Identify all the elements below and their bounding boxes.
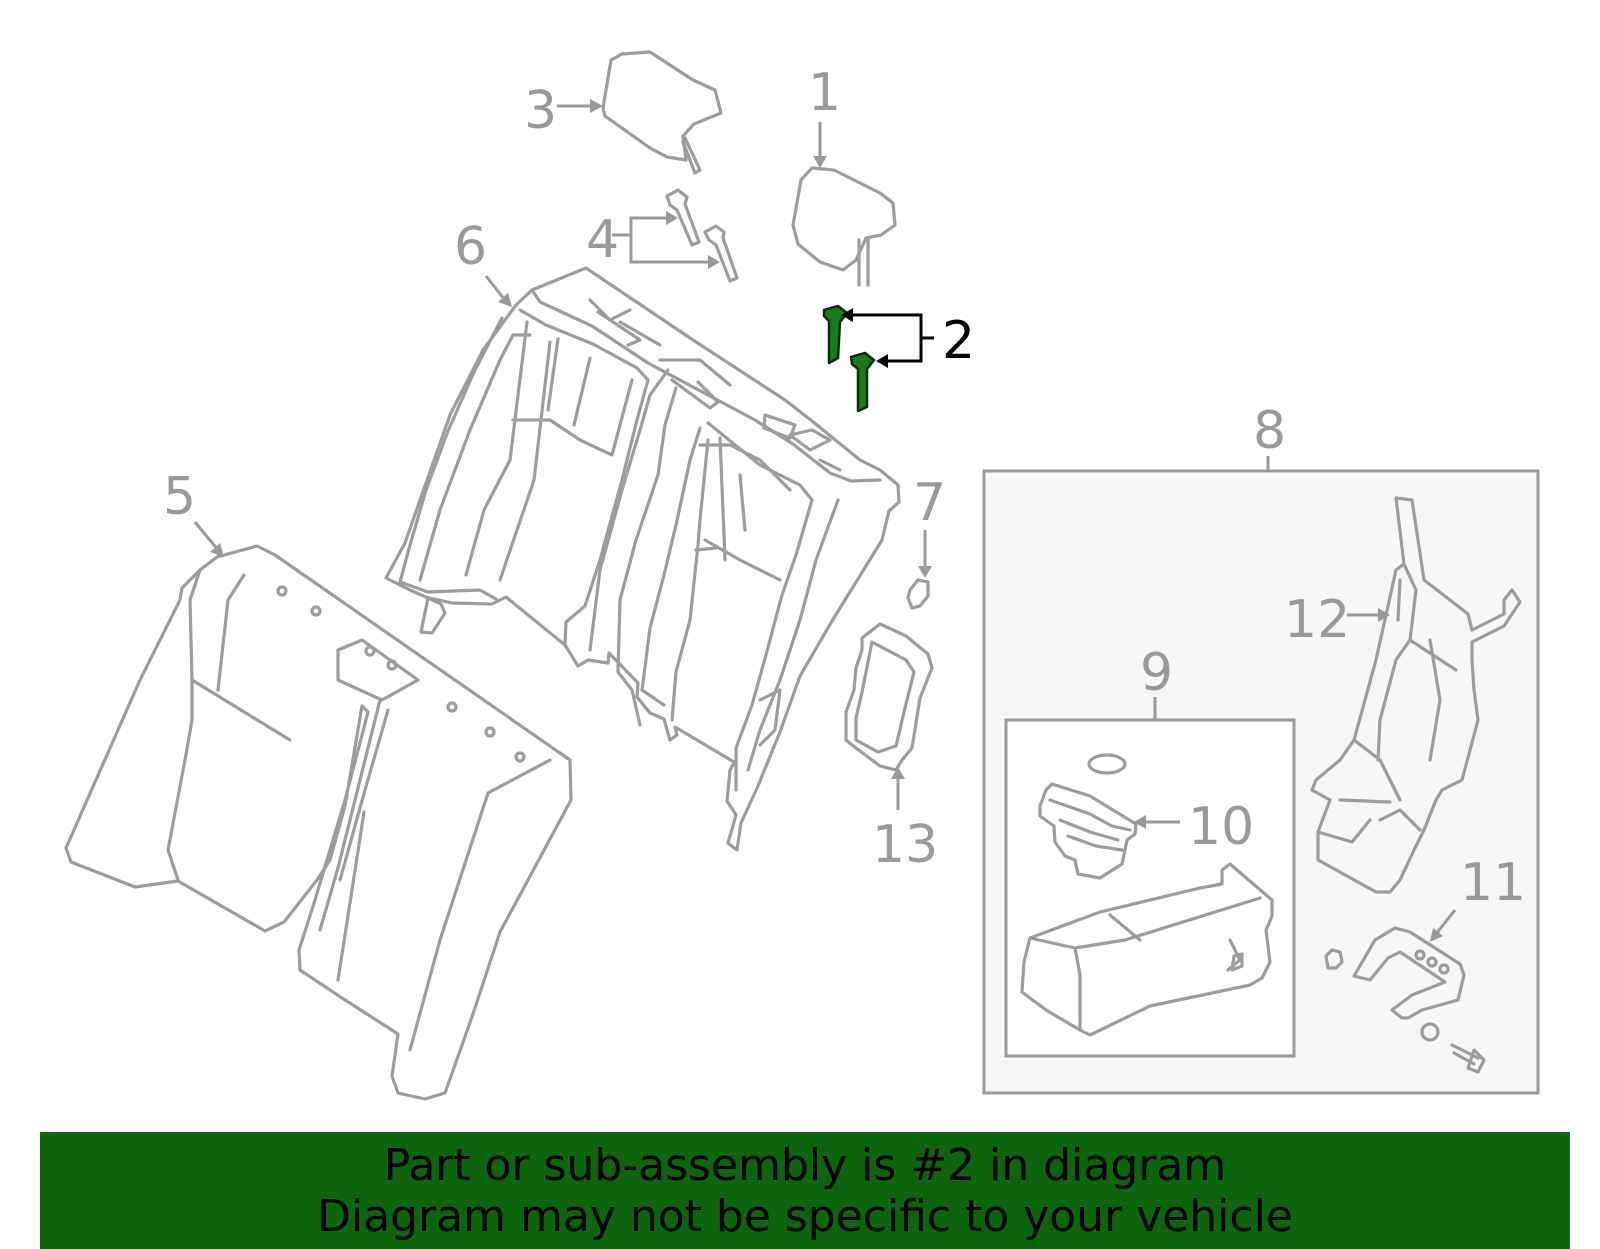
part-3-headrest-left[interactable] <box>601 50 723 175</box>
leader-6 <box>484 275 507 301</box>
part-10-cup-holder[interactable] <box>1038 753 1138 880</box>
callout-12: 12 <box>1284 590 1350 650</box>
banner-line-1: Part or sub-assembly is #2 in diagram <box>383 1140 1227 1191</box>
part-13-trim-panel[interactable] <box>844 622 934 772</box>
part-1-headrest-center[interactable] <box>791 166 897 287</box>
leader-5 <box>193 521 220 551</box>
armrest-pad <box>1020 862 1274 1037</box>
leader-4b <box>629 235 713 264</box>
part-2-guides-highlighted[interactable] <box>822 304 876 413</box>
info-banner: Part or sub-assembly is #2 in diagram Di… <box>40 1132 1570 1249</box>
part-4-guides[interactable] <box>665 188 739 283</box>
callout-4: 4 <box>586 210 619 270</box>
leader-4a <box>612 216 676 237</box>
part-12-armrest-frame[interactable] <box>1310 496 1522 894</box>
part-11-bracket[interactable] <box>1324 926 1486 1074</box>
callout-2: 2 <box>942 311 975 371</box>
seat-parts-diagram: 3 4 1 2 6 <box>64 50 1540 1101</box>
part-6-seatback-frame[interactable] <box>384 266 901 852</box>
callout-8: 8 <box>1253 401 1286 461</box>
callout-1: 1 <box>808 63 841 123</box>
callout-13: 13 <box>872 815 938 875</box>
callout-7: 7 <box>913 473 946 533</box>
callout-6: 6 <box>454 217 487 277</box>
callout-10: 10 <box>1188 797 1254 857</box>
callout-3: 3 <box>524 81 557 141</box>
part-5-seat-cover[interactable] <box>64 544 573 1101</box>
banner-line-2: Diagram may not be specific to your vehi… <box>317 1191 1293 1242</box>
callout-9: 9 <box>1140 643 1173 703</box>
part-7-clip[interactable] <box>906 578 930 610</box>
callout-11: 11 <box>1460 853 1526 913</box>
arrow-3 <box>590 99 603 113</box>
part-9-armrest-box[interactable] <box>1004 718 1296 1058</box>
callout-5: 5 <box>163 467 196 527</box>
leader-11 <box>1434 909 1457 935</box>
